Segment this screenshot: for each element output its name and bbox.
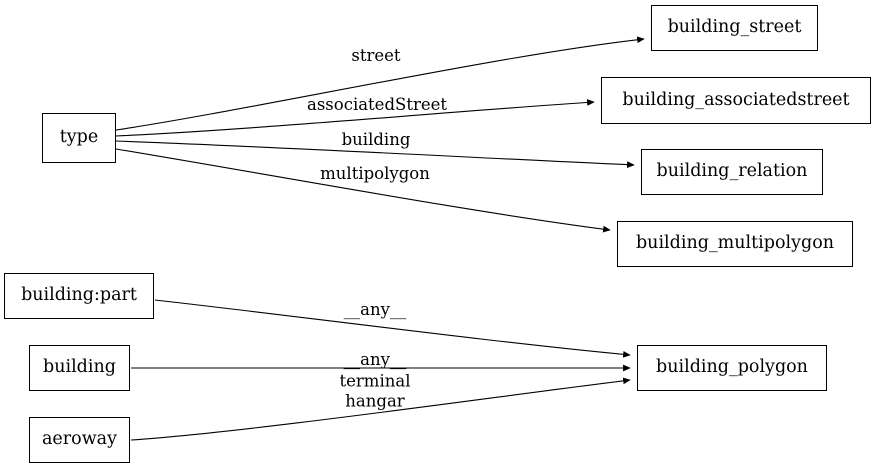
edge-type-to-building_relation (115, 140, 635, 169)
node-building_multipolygon[interactable]: building_multipolygon (617, 221, 853, 267)
node-building_associatedstreet[interactable]: building_associatedstreet (601, 77, 871, 124)
node-building_part[interactable]: building:part (4, 273, 154, 319)
node-building[interactable]: building (29, 345, 130, 391)
edge-type-to-building_associatedstreet (115, 99, 595, 137)
node-aeroway[interactable]: aeroway (29, 417, 130, 463)
node-building_relation[interactable]: building_relation (641, 149, 823, 195)
node-building_street[interactable]: building_street (651, 5, 818, 51)
edge-type-to-building_street (115, 36, 645, 131)
edge-aeroway-to-building_polygon (130, 377, 631, 441)
node-type[interactable]: type (42, 113, 116, 163)
node-building_polygon[interactable]: building_polygon (637, 345, 827, 391)
edge-type-to-building_multipolygon (115, 148, 611, 233)
edge-building_part-to-building_polygon (154, 299, 631, 358)
